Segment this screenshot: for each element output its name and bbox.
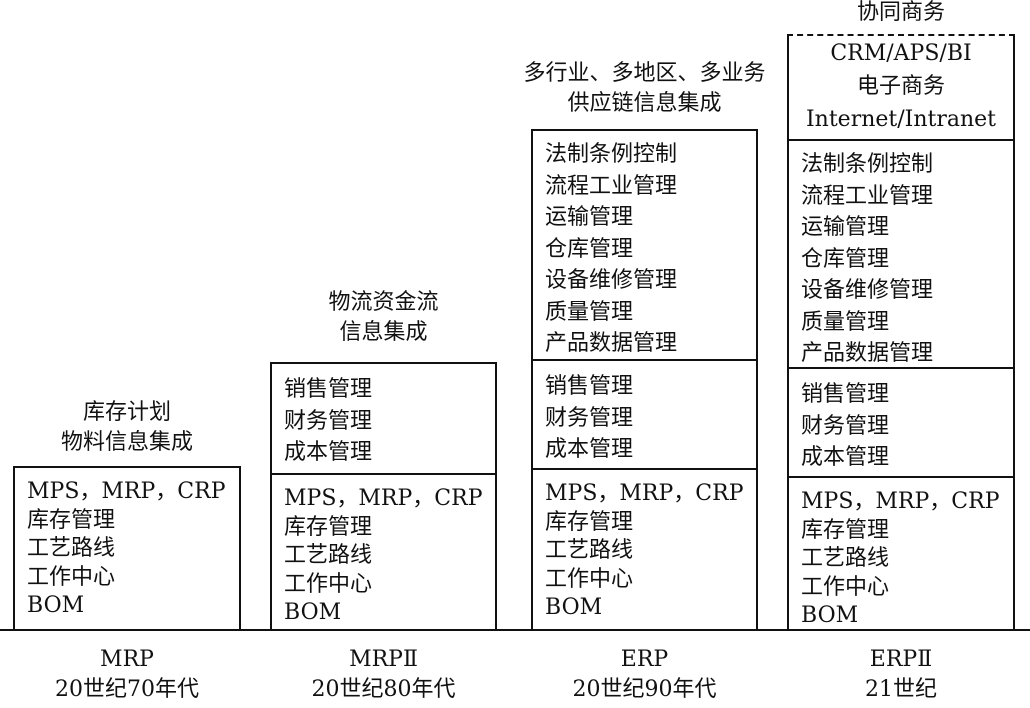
stage-heading-line: 协同商务 [856, 0, 945, 25]
module-item: 销售管理 [284, 377, 373, 402]
stage-heading: 物流资金流信息集成 [230, 288, 537, 348]
column-erp-ii: 协同商务 CRM/APS/BI 电子商务 Internet/Intranet 法制条例控… [787, 0, 1015, 708]
module-item: 设备维修管理 [801, 278, 934, 303]
module-item: 工艺路线 [545, 538, 634, 563]
module-item: 成本管理 [284, 440, 373, 465]
module-section-extended: 法制条例控制流程工业管理运输管理仓库管理设备维修管理质量管理产品数据管理 [789, 139, 1013, 367]
module-item: 财务管理 [545, 405, 634, 431]
module-section-extended: 法制条例控制流程工业管理运输管理仓库管理设备维修管理质量管理产品数据管理 [533, 131, 756, 359]
module-item: 质量管理 [545, 299, 634, 325]
module-item: 工作中心 [27, 564, 116, 590]
module-stack: 法制条例控制流程工业管理运输管理仓库管理设备维修管理质量管理产品数据管理销售管理… [531, 129, 758, 630]
module-item: 仓库管理 [545, 236, 634, 262]
module-section-mrp-core: MPS，MRP，CRP 库存管理工艺路线工作中心 BOM [533, 468, 756, 632]
module-stack: MPS，MRP，CRP 库存管理工艺路线工作中心 BOM [13, 466, 241, 630]
stage-name: ERPⅡ [869, 647, 933, 672]
module-item: BOM [801, 603, 859, 628]
column-erp: 多行业、多地区、多业务供应链信息集成法制条例控制流程工业管理运输管理仓库管理设备… [523, 0, 765, 708]
module-item: CRM/APS/BI [830, 41, 972, 66]
module-item: MPS，MRP，CRP [284, 486, 483, 511]
module-item: 销售管理 [545, 374, 634, 399]
timeline-baseline [0, 629, 1030, 631]
module-item: 设备维修管理 [545, 268, 678, 293]
stage-heading-line: 库存计划 [82, 400, 171, 425]
stage-label: MRPⅡ 20世纪80年代 [270, 645, 497, 705]
stage-heading-line: 物流资金流 [328, 290, 439, 315]
module-stack: 销售管理财务管理成本管理 MPS，MRP，CRP 库存管理工艺路线工作中心 BOM [270, 362, 497, 630]
module-item: 库存管理 [284, 514, 373, 540]
module-item: Internet/Intranet [805, 107, 997, 132]
stage-heading-line: 物料信息集成 [60, 430, 193, 455]
module-item: 工艺路线 [284, 543, 373, 568]
module-item: MPS，MRP，CRP [545, 481, 744, 506]
stage-name: ERP [620, 647, 669, 672]
module-item: 产品数据管理 [801, 341, 934, 366]
module-item: 运输管理 [801, 215, 890, 240]
module-section-mrp-core: MPS，MRP，CRP 库存管理工艺路线工作中心 BOM [15, 468, 239, 632]
stage-heading: 多行业、多地区、多业务供应链信息集成 [491, 59, 798, 119]
module-item: 工艺路线 [27, 536, 116, 561]
module-item: MPS，MRP，CRP [801, 489, 1000, 514]
module-item: 工作中心 [284, 571, 373, 597]
stage-name: MRPⅡ [349, 647, 418, 672]
module-stack: CRM/APS/BI 电子商务 Internet/Intranet 法制条例控制流程工… [787, 34, 1015, 630]
stage-era: 20世纪90年代 [572, 677, 717, 702]
module-item: 工艺路线 [801, 546, 890, 571]
stage-heading-line: 多行业、多地区、多业务 [523, 61, 766, 86]
module-section-business: 销售管理财务管理成本管理 [533, 359, 756, 468]
stage-era: 20世纪80年代 [311, 677, 456, 702]
stage-label: ERP 20世纪90年代 [531, 645, 758, 705]
module-item: 电子商务 [856, 74, 945, 99]
stage-name: MRP [100, 647, 154, 672]
stage-label: MRP 20世纪70年代 [13, 645, 241, 705]
module-section-mrp-core: MPS，MRP，CRP 库存管理工艺路线工作中心 BOM [272, 473, 495, 637]
module-item: 仓库管理 [801, 246, 890, 272]
module-item: 库存管理 [27, 507, 116, 533]
module-item: MPS，MRP，CRP [27, 479, 226, 504]
module-item: 库存管理 [801, 517, 890, 543]
stage-label: ERPⅡ 21世纪 [787, 645, 1015, 705]
module-item: 法制条例控制 [545, 142, 678, 167]
module-item: 质量管理 [801, 309, 890, 335]
module-item: 流程工业管理 [801, 183, 934, 209]
module-item: 财务管理 [284, 408, 373, 434]
module-item: 流程工业管理 [545, 173, 678, 199]
module-section-business: 销售管理财务管理成本管理 [789, 367, 1013, 476]
module-item: BOM [284, 600, 342, 625]
module-item: 产品数据管理 [545, 331, 678, 356]
module-item: 工作中心 [545, 566, 634, 592]
module-item: 法制条例控制 [801, 152, 934, 177]
module-item: 成本管理 [801, 445, 890, 470]
stage-era: 20世纪70年代 [55, 677, 199, 702]
stage-heading: 库存计划物料信息集成 [0, 398, 281, 458]
stage-heading: 协同商务 [747, 0, 1030, 28]
module-item: 库存管理 [545, 509, 634, 535]
module-item: BOM [545, 595, 603, 620]
module-item: BOM [27, 593, 85, 618]
module-section-business: 销售管理财务管理成本管理 [272, 364, 495, 473]
module-item: 销售管理 [801, 382, 890, 407]
module-section-collaboration: CRM/APS/BI 电子商务 Internet/Intranet [789, 36, 1013, 139]
module-item: 工作中心 [801, 574, 890, 600]
module-section-mrp-core: MPS，MRP，CRP 库存管理工艺路线工作中心 BOM [789, 476, 1013, 640]
stage-heading-line: 供应链信息集成 [567, 91, 722, 116]
module-item: 财务管理 [801, 413, 890, 439]
module-item: 运输管理 [545, 205, 634, 230]
stage-era: 21世纪 [865, 677, 937, 702]
column-mrp: 库存计划物料信息集成 MPS，MRP，CRP 库存管理工艺路线工作中心 BOM MRP 2… [13, 0, 241, 708]
module-item: 成本管理 [545, 437, 634, 462]
column-mrp-ii: 物流资金流信息集成销售管理财务管理成本管理 MPS，MRP，CRP 库存管理工艺路线… [270, 0, 497, 708]
stage-heading-line: 信息集成 [339, 320, 428, 345]
